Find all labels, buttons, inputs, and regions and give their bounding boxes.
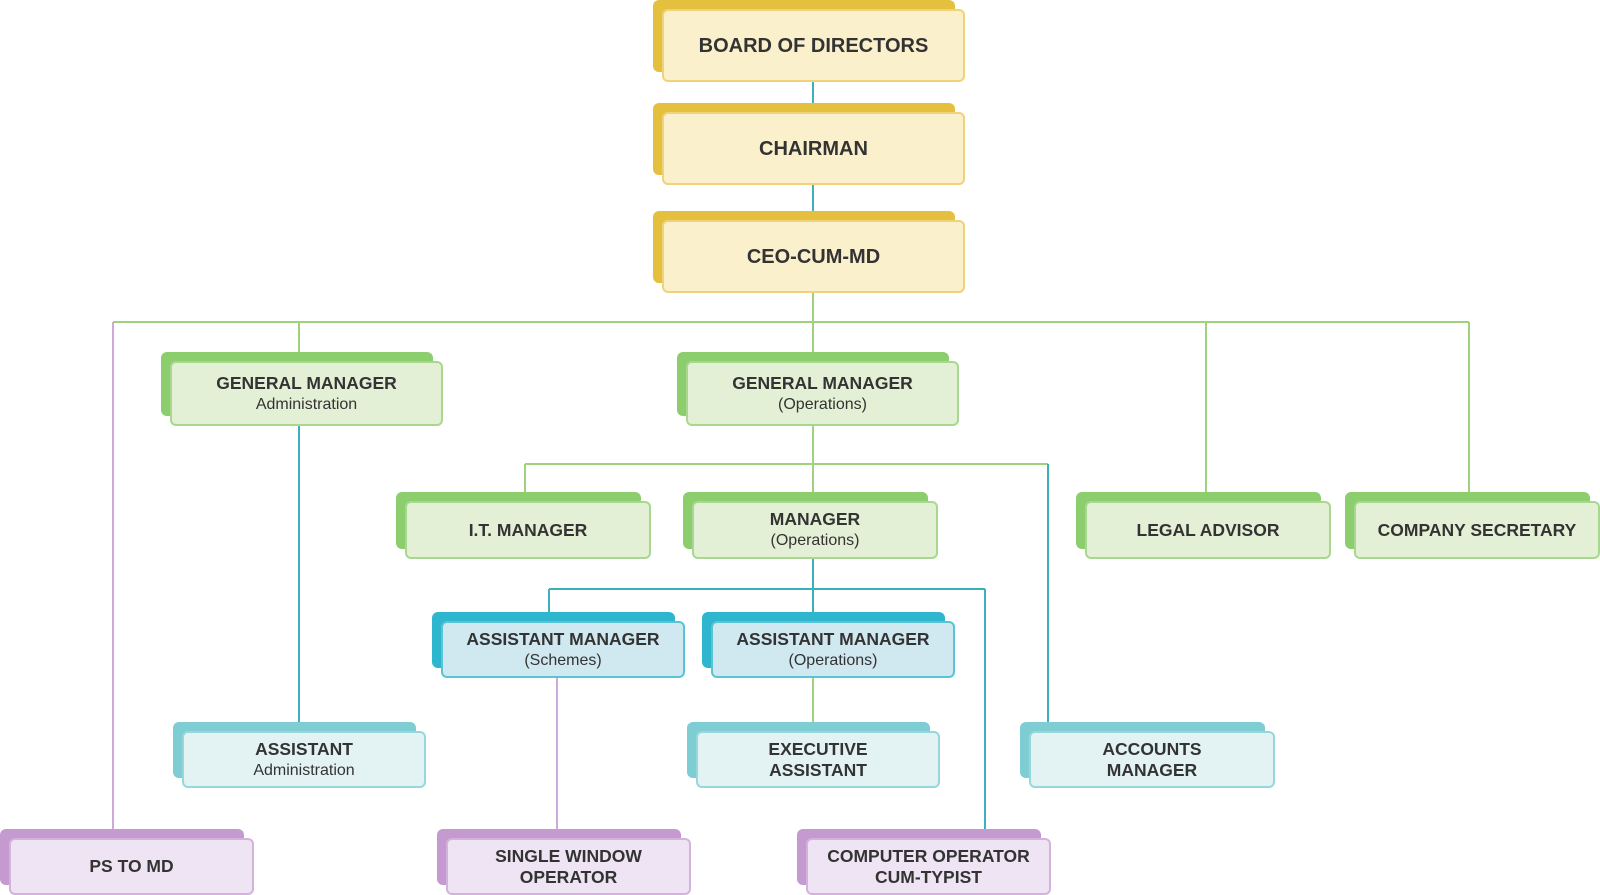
- node-subtitle: Administration: [255, 395, 358, 413]
- node-chairman: CHAIRMAN: [653, 103, 965, 185]
- node-title-line-2: MANAGER: [1106, 759, 1198, 780]
- node-title: ASSISTANT: [255, 738, 353, 759]
- node-assistant-administration: ASSISTANT Administration: [173, 722, 426, 788]
- node-title: CEO-CUM-MD: [746, 245, 881, 268]
- node-board-of-directors: BOARD OF DIRECTORS: [653, 0, 965, 82]
- node-ceo-cum-md: CEO-CUM-MD: [653, 211, 965, 293]
- node-executive-assistant: EXECUTIVE ASSISTANT: [687, 722, 940, 788]
- node-title: SINGLE WINDOW: [495, 845, 642, 866]
- node-title: EXECUTIVE: [768, 738, 868, 759]
- node-asst-manager-operations: ASSISTANT MANAGER (Operations): [702, 612, 955, 678]
- node-single-window-operator: SINGLE WINDOW OPERATOR: [437, 829, 691, 895]
- node-title-line-2: OPERATOR: [519, 866, 618, 887]
- node-title: PS TO MD: [89, 856, 174, 876]
- node-subtitle: Administration: [253, 761, 355, 779]
- node-subtitle: (Operations): [788, 651, 878, 669]
- node-subtitle: (Operations): [778, 395, 867, 413]
- node-title-line-2: ASSISTANT: [769, 759, 867, 780]
- node-title: ACCOUNTS: [1102, 738, 1202, 759]
- node-title: BOARD OF DIRECTORS: [698, 34, 929, 57]
- node-gm-administration: GENERAL MANAGER Administration: [161, 352, 443, 426]
- node-title: COMPUTER OPERATOR: [827, 845, 1030, 866]
- node-asst-manager-schemes: ASSISTANT MANAGER (Schemes): [432, 612, 685, 678]
- node-company-secretary: COMPANY SECRETARY: [1345, 492, 1600, 559]
- node-computer-operator: COMPUTER OPERATOR CUM-TYPIST: [797, 829, 1051, 895]
- node-ps-to-md: PS TO MD: [0, 829, 254, 895]
- node-title: ASSISTANT MANAGER: [736, 628, 930, 649]
- node-it-manager: I.T. MANAGER: [396, 492, 651, 559]
- node-title-line-2: CUM-TYPIST: [875, 866, 982, 887]
- node-title: GENERAL MANAGER: [732, 372, 913, 393]
- node-legal-advisor: LEGAL ADVISOR: [1076, 492, 1331, 559]
- node-title: COMPANY SECRETARY: [1377, 519, 1577, 540]
- node-subtitle: (Operations): [770, 532, 860, 550]
- node-title: MANAGER: [769, 509, 861, 530]
- node-title: I.T. MANAGER: [468, 519, 588, 540]
- node-manager-operations: MANAGER (Operations): [683, 492, 938, 559]
- node-title: ASSISTANT MANAGER: [466, 628, 660, 649]
- node-title: LEGAL ADVISOR: [1136, 519, 1280, 540]
- node-gm-operations: GENERAL MANAGER (Operations): [677, 352, 959, 426]
- node-title: CHAIRMAN: [759, 137, 868, 160]
- node-accounts-manager: ACCOUNTS MANAGER: [1020, 722, 1275, 788]
- node-subtitle: (Schemes): [524, 651, 602, 669]
- node-title: GENERAL MANAGER: [216, 372, 397, 393]
